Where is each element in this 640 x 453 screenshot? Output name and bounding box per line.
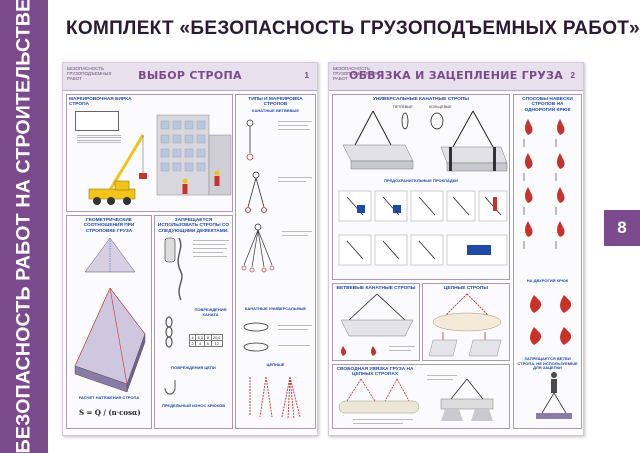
section-universal: УНИВЕРСАЛЬНЫЕ КАНАТНЫЕ СТРОПЫ ПЕТЛЕВЫЕ К… xyxy=(332,94,510,280)
poster-title: ОБВЯЗКА И ЗАЦЕПЛЕНИЕ ГРУЗА xyxy=(348,69,564,82)
poster-number: 2 xyxy=(570,71,575,80)
poster-load-tying[interactable]: БЕЗОПАСНОСТЬ ГРУЗОПОДЪЕМНЫХ РАБОТ ОБВЯЗК… xyxy=(328,62,584,436)
tension-formula: S = Q / (n·cosα) xyxy=(79,408,141,417)
section-free-tie: СВОБОДНАЯ УВЯЗКА ГРУЗА НА ЦЕПНЫХ СТРОПАХ xyxy=(332,364,510,429)
poster-title: ВЫБОР СТРОПА xyxy=(138,69,242,82)
section-hook-methods: СПОСОБЫ НАВЕСКИ СТРОПОВ НА ОДНОРОГИЙ КРЮ… xyxy=(513,94,582,429)
subtitle-rope-branch: КАНАТНЫЕ ВЕТВЕВЫЕ xyxy=(252,108,299,113)
subtitle-rope-damage: ПОВРЕЖДЕНИЯ КАНАТА xyxy=(194,307,227,317)
page-title: КОМПЛЕКТ «БЕЗОПАСНОСТЬ ГРУЗОПОДЪЕМНЫХ РА… xyxy=(66,18,640,39)
section-marking: МАРКИРОВОЧНАЯ БИРКА СТРОПА xyxy=(66,94,233,212)
universal-drawing xyxy=(338,110,508,266)
section-defects: ЗАПРЕЩАЕТСЯ ИСПОЛЬЗОВАТЬ СТРОПЫ СО СЛЕДУ… xyxy=(154,215,233,429)
section-title: УНИВЕРСАЛЬНЫЕ КАНАТНЫЕ СТРОПЫ xyxy=(372,97,469,102)
kit-label: БЕЗОПАСНОСТЬ ГРУЗОПОДЪЕМНЫХ РАБОТ xyxy=(67,66,112,81)
kit-label: БЕЗОПАСНОСТЬ ГРУЗОПОДЪЕМНЫХ РАБОТ xyxy=(333,66,378,81)
poster-header: БЕЗОПАСНОСТЬ ГРУЗОПОДЪЕМНЫХ РАБОТ ОБВЯЗК… xyxy=(329,63,583,91)
load-table: 4 6,3 8 20,6 2 4 6 12 xyxy=(188,333,223,348)
section-title: МАРКИРОВОЧНАЯ БИРКА СТРОПА xyxy=(69,97,132,108)
poster-number: 1 xyxy=(304,71,309,80)
section-branch: ВЕТВЕВЫЕ КАНАТНЫЕ СТРОПЫ xyxy=(332,283,420,361)
section-title: ЦЕПНЫЕ СТРОПЫ xyxy=(443,286,489,291)
section-title: ТИПЫ И МАРКИРОВКА СТРОПОВ xyxy=(248,97,303,108)
subtitle-chain: ЦЕПНЫЕ xyxy=(266,362,285,367)
subtitle-rope-universal: КАНАТНЫЕ УНИВЕРСАЛЬНЫЕ xyxy=(244,306,307,311)
sling-types-drawing xyxy=(241,119,312,420)
free-tie-drawing xyxy=(338,375,494,424)
section-title: СВОБОДНАЯ УВЯЗКА ГРУЗА НА ЦЕПНЫХ СТРОПАХ xyxy=(336,367,414,378)
table-cell: 4 xyxy=(195,340,206,348)
label-loop: ПЕТЛЕВЫЕ xyxy=(393,105,413,109)
page-number-tab[interactable]: 8 xyxy=(604,210,640,246)
subtitle-distribution: РАСЧЕТ НАТЯЖЕНИЯ СТРОПА xyxy=(78,395,140,400)
crane-scene xyxy=(88,114,232,205)
subtitle-double-hook: НА ДВУРОГИЙ КРЮК xyxy=(526,278,569,283)
chain-drawing xyxy=(428,293,502,357)
subtitle-forbidden: ЗАПРЕЩАЕТСЯ ВЕТВИ СТРОПА, НЕ ИСПОЛЬЗУЕМЫ… xyxy=(517,356,578,371)
table-cell: 12 xyxy=(210,340,223,348)
subtitle-hooks: ПРЕДЕЛЬНЫЙ ИЗНОС КРЮКОВ xyxy=(161,403,226,408)
defects-drawing xyxy=(164,237,229,395)
subtitle-protective: ПРЕДОХРАНИТЕЛЬНЫЕ ПРОКЛАДКИ xyxy=(383,178,459,183)
branch-drawing xyxy=(340,293,415,356)
hooks-drawing xyxy=(523,119,572,419)
tag-text xyxy=(77,133,121,145)
subtitle-chain-damage: ПОВРЕЖДЕНИЯ ЦЕПИ xyxy=(171,365,216,370)
label-ring: КОЛЬЦЕВЫЕ xyxy=(429,105,452,109)
section-title: ЗАПРЕЩАЕТСЯ ИСПОЛЬЗОВАТЬ СТРОПЫ СО СЛЕДУ… xyxy=(157,218,230,234)
section-title: ГЕОМЕТРИЧЕСКИЕ СООТНОШЕНИЯ ПРИ СТРОПОВКЕ… xyxy=(83,218,135,234)
geometry-drawing xyxy=(74,237,146,393)
section-title: СПОСОБЫ НАВЕСКИ СТРОПОВ НА ОДНОРОГИЙ КРЮ… xyxy=(522,97,573,113)
poster-header: БЕЗОПАСНОСТЬ ГРУЗОПОДЪЕМНЫХ РАБОТ ВЫБОР … xyxy=(63,63,317,91)
vertical-title: БЕЗОПАСНОСТЬ РАБОТ НА СТРОИТЕЛЬСТВЕ xyxy=(12,0,35,453)
section-title: ВЕТВЕВЫЕ КАНАТНЫЕ СТРОПЫ xyxy=(336,286,416,291)
marking-tag xyxy=(75,111,119,131)
section-geometry: ГЕОМЕТРИЧЕСКИЕ СООТНОШЕНИЯ ПРИ СТРОПОВКЕ… xyxy=(66,215,152,429)
poster-sling-selection[interactable]: БЕЗОПАСНОСТЬ ГРУЗОПОДЪЕМНЫХ РАБОТ ВЫБОР … xyxy=(62,62,318,436)
section-chain: ЦЕПНЫЕ СТРОПЫ xyxy=(422,283,510,361)
section-types: ТИПЫ И МАРКИРОВКА СТРОПОВ КАНАТНЫЕ ВЕТВЕ… xyxy=(235,94,316,429)
side-band: БЕЗОПАСНОСТЬ РАБОТ НА СТРОИТЕЛЬСТВЕ xyxy=(0,0,48,453)
